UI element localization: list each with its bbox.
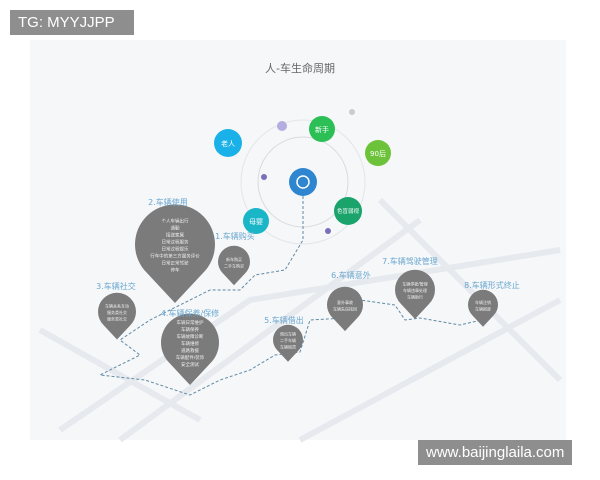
person-circle [334, 197, 362, 225]
person-bubble: 老人 [214, 129, 242, 157]
driver-face-icon [289, 168, 317, 196]
stage-item: 道路救援 [181, 347, 199, 354]
stage-item: 二手车辆 [280, 337, 296, 343]
person-label: 新手 [315, 125, 329, 134]
person-circle [214, 129, 242, 157]
person-circle [365, 140, 391, 166]
stage-item: 二手车购买 [224, 262, 244, 268]
map-pin-icon [217, 245, 250, 286]
stage-label: 5.车辆借出 [264, 315, 304, 325]
decor-dot [325, 228, 331, 234]
map-pin-icon [327, 286, 364, 332]
stage-pin: 4.车辆保养/保修车辆日常维护车辆保养车辆故障诊断车辆维修道路救援车辆配件/装饰… [161, 308, 219, 386]
map-pin-icon [135, 204, 216, 303]
stage-item: 车辆报废 [475, 305, 491, 311]
person-bubble: 新手 [309, 116, 335, 142]
stage-label: 8.车辆形式终止 [464, 280, 520, 290]
stage-item: 借出车辆 [280, 331, 296, 337]
stage-item: 车辆注销 [475, 299, 491, 305]
stage-item: 车辆关系互动 [105, 303, 129, 309]
stage-item: 车辆停驶/管理 [402, 281, 427, 287]
stage-item: 服务类社交 [107, 316, 127, 322]
stage-item: 个人车辆出行 [162, 218, 189, 225]
route-path [98, 196, 491, 396]
diagram-title: 人-车生命周期 [265, 61, 335, 75]
stage-item: 车辆助行 [407, 294, 423, 300]
person-label: 90后 [370, 149, 386, 158]
stage-item: 车辆故障诊断 [177, 333, 204, 340]
stage-item: 行车中的第三方服务评价 [150, 253, 200, 260]
stage-item: 日常正常驾驶 [162, 260, 189, 267]
stage-label: 3.车辆社交 [96, 281, 136, 291]
stage-item: 车辆配件/装饰 [176, 354, 205, 361]
stage-item: 车辆日常维护 [177, 319, 204, 326]
stage-item: 车辆租赁 [280, 344, 296, 350]
person-bubble: 90后 [365, 140, 391, 166]
stage-item: 车辆失窃找回 [333, 305, 357, 311]
map-background [30, 40, 566, 440]
stage-item: 停车 [171, 267, 180, 274]
person-label: 色盲弱视 [337, 207, 360, 215]
stage-item: 通勤 [171, 225, 180, 232]
decor-dot [277, 121, 287, 131]
map-pin-icon [161, 313, 219, 386]
stage-label: 6.车辆意外 [331, 270, 371, 280]
person-bubble: 色盲弱视 [334, 197, 362, 225]
stage-label: 2.车辆使用 [148, 197, 188, 207]
stage-item: 接送家属 [166, 232, 184, 239]
stage-item: 意外事故 [337, 299, 353, 305]
street-map [38, 197, 563, 443]
map-pin-icon [468, 289, 499, 327]
person-label: 母婴 [249, 218, 263, 226]
watermark-top: TG: MYYJJPP [10, 10, 134, 35]
stage-label: 7.车辆驾驶管理 [382, 256, 438, 266]
stage-item: 安全测试 [181, 361, 199, 368]
person-circle [309, 116, 335, 142]
stage-label: 4.车辆保养/保修 [161, 308, 219, 318]
stage-pin: 2.车辆使用个人车辆出行通勤接送家属日常过程服务日常过程娱乐行车中的第三方服务评… [135, 197, 216, 303]
watermark-bottom: www.baijinglaila.com [418, 440, 573, 465]
face-outline [296, 175, 310, 189]
map-pin-icon [273, 324, 304, 362]
stage-item: 车辆维修 [181, 340, 199, 347]
decor-dot [349, 109, 355, 115]
stage-item: 车辆保养 [181, 326, 199, 333]
map-pin-icon [395, 269, 436, 319]
stage-item: 车辆违章处理 [403, 287, 427, 293]
stage-item: 新车购买 [226, 256, 242, 262]
person-label: 老人 [221, 139, 235, 148]
person-bubble: 母婴 [243, 208, 269, 234]
decor-dot [261, 174, 267, 180]
person-circle [243, 208, 269, 234]
stage-item: 日常过程娱乐 [162, 246, 189, 253]
stage-label: 1.车辆购买 [215, 231, 255, 241]
stage-item: 日常过程服务 [162, 239, 189, 246]
stage-item: 服务类社交 [107, 309, 127, 315]
outer-ring [240, 119, 366, 245]
map-pin-icon [98, 292, 137, 340]
